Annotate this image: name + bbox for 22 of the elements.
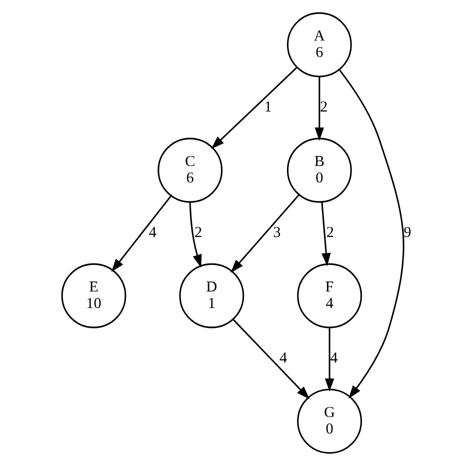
edge-label: 4 [148, 224, 157, 241]
edge-label: 1 [264, 98, 272, 116]
arrow [314, 77, 324, 141]
arrow [232, 319, 310, 400]
arrow [321, 202, 331, 266]
arrow [211, 66, 298, 149]
node-circle: G 0 [297, 388, 362, 454]
arrow [338, 69, 404, 399]
node-circle: A 6 [286, 12, 352, 78]
edge-label: 3 [273, 224, 281, 241]
node-circle: B 0 [286, 138, 352, 203]
arrow [230, 194, 300, 273]
node-circle: E 10 [61, 263, 126, 328]
node-circle: D 1 [179, 263, 244, 328]
edge-label: 9 [404, 224, 412, 241]
node-circle: F 4 [297, 263, 362, 328]
edge-label: 2 [194, 224, 202, 241]
arrow [189, 202, 202, 268]
edge-label: 2 [326, 224, 334, 241]
arrow [111, 195, 172, 272]
edge-label: 4 [279, 349, 288, 366]
edge-label: 2 [320, 98, 328, 116]
